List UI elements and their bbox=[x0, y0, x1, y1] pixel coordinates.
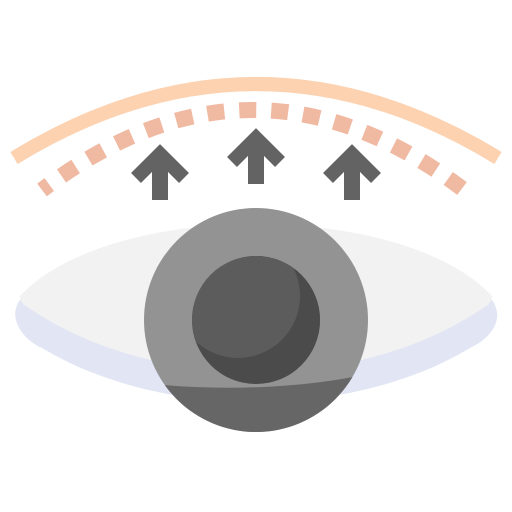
pupil bbox=[192, 256, 320, 384]
dotted-arc bbox=[37, 102, 469, 197]
up-arrow-icon bbox=[227, 128, 285, 184]
brow-arc bbox=[10, 77, 502, 164]
arrows-group bbox=[131, 128, 381, 200]
up-arrow-icon bbox=[131, 144, 189, 200]
up-arrow-icon bbox=[323, 144, 381, 200]
